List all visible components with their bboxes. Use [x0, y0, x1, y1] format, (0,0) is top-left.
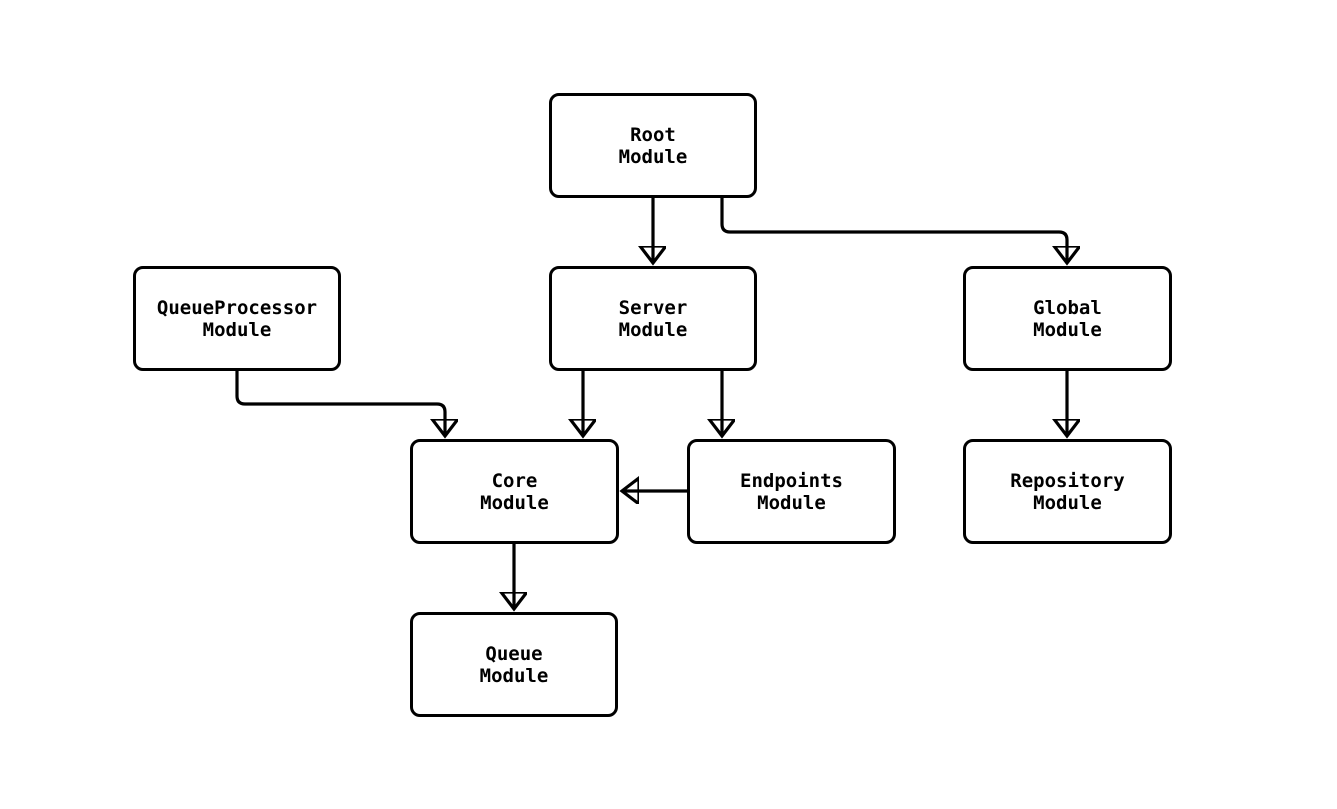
node-endpoints-module: Endpoints Module [687, 439, 896, 544]
node-core-module: Core Module [410, 439, 619, 544]
node-server-module: Server Module [549, 266, 757, 371]
node-global-module: Global Module [963, 266, 1172, 371]
node-root-module-label: Root Module [618, 123, 688, 168]
node-endpoints-module-label: Endpoints Module [740, 469, 843, 514]
edge-root-global [720, 198, 1067, 263]
node-root-module: Root Module [549, 93, 757, 198]
node-repository-module: Repository Module [963, 439, 1172, 544]
node-server-module-label: Server Module [618, 296, 688, 341]
node-queueprocessor-module: QueueProcessor Module [133, 266, 341, 371]
node-queue-module-label: Queue Module [479, 642, 549, 687]
node-queue-module: Queue Module [410, 612, 618, 717]
node-global-module-label: Global Module [1033, 296, 1102, 341]
edge-queueprocessor-core [235, 371, 445, 436]
node-repository-module-label: Repository Module [1010, 469, 1125, 514]
node-core-module-label: Core Module [480, 469, 549, 514]
node-queueprocessor-module-label: QueueProcessor Module [156, 296, 318, 341]
